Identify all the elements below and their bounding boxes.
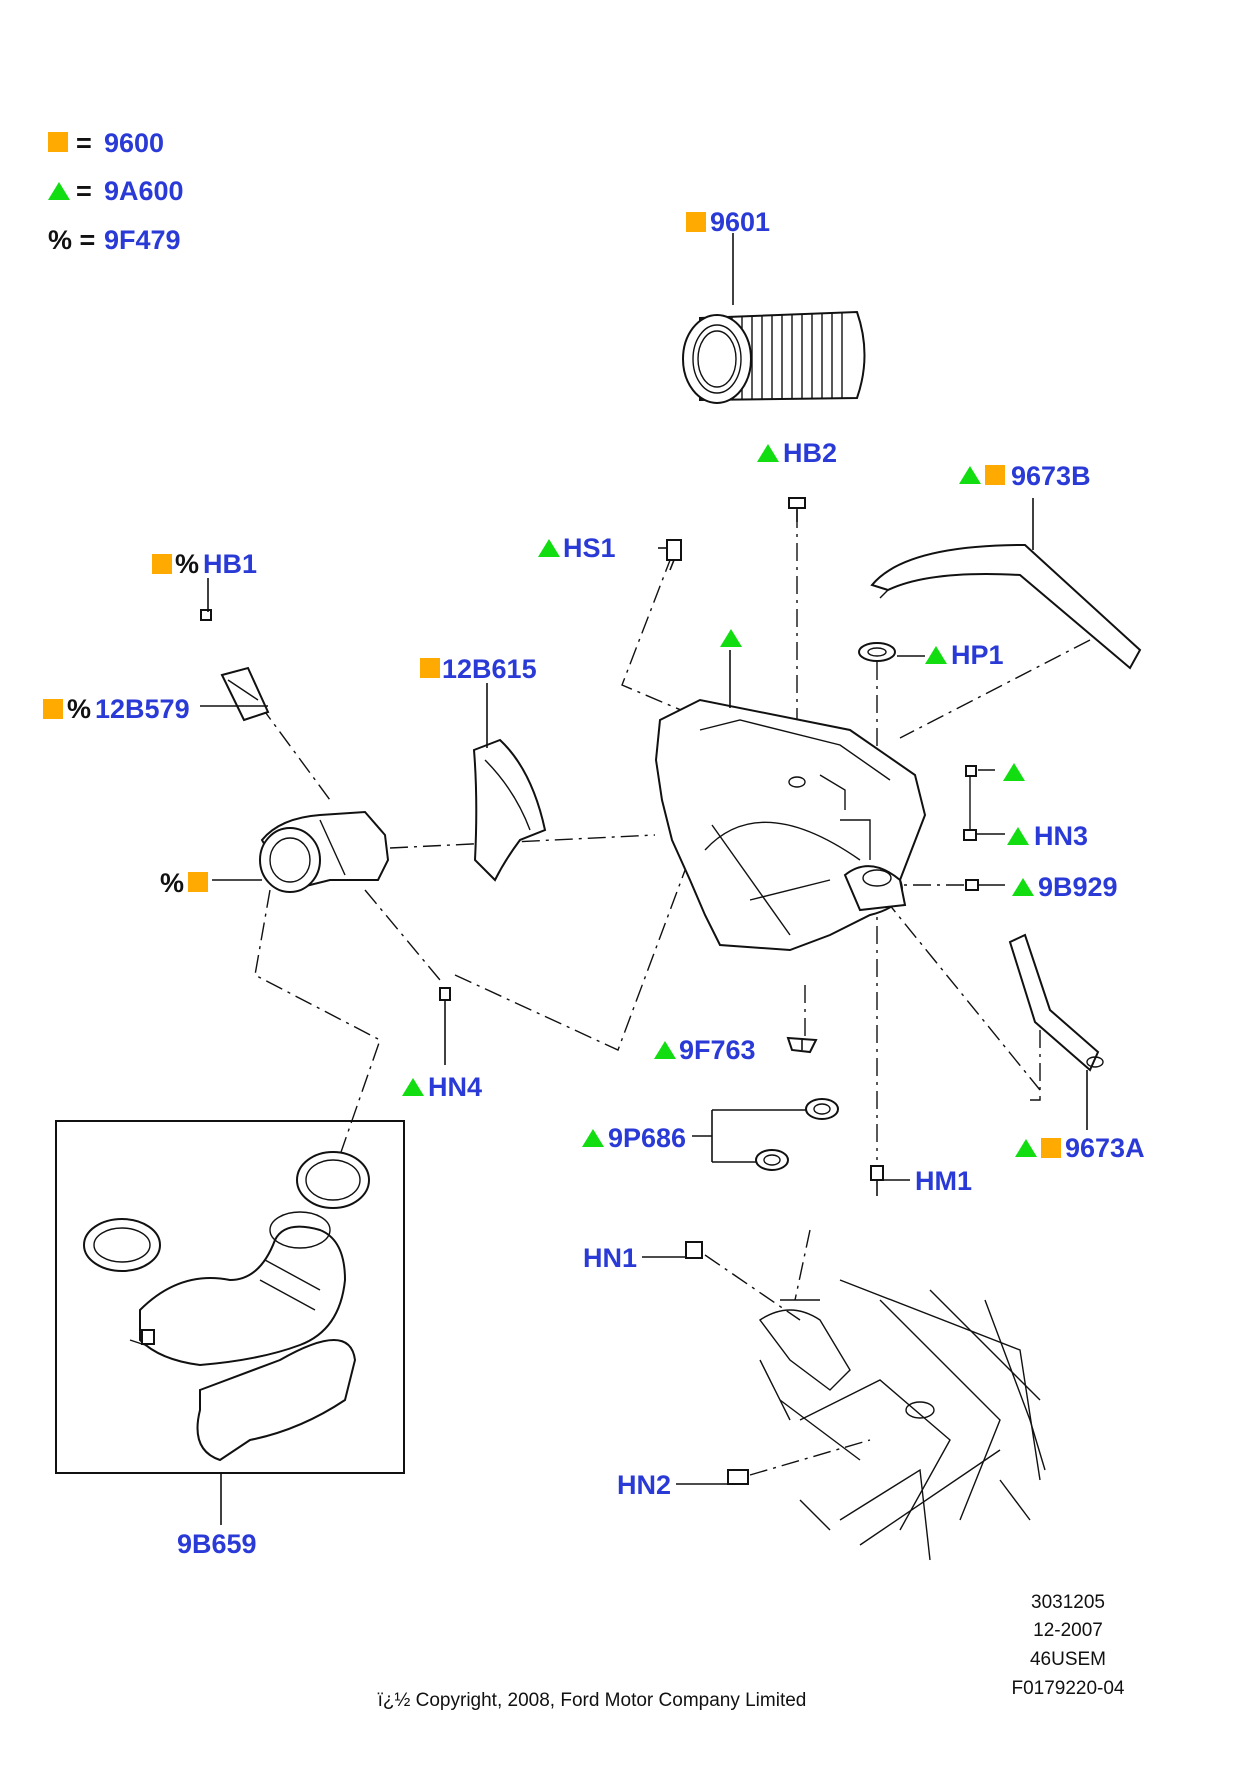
hm1-pin	[870, 1165, 884, 1196]
triangle-icon	[959, 466, 981, 484]
callout-9601: 9601	[710, 207, 770, 237]
triangle-icon	[1012, 878, 1034, 896]
square-icon	[43, 699, 63, 719]
hb2-bolt	[788, 497, 806, 522]
callout-hb1: HB1	[203, 549, 257, 579]
triangle-icon	[1015, 1139, 1037, 1157]
callout-hs1: HS1	[563, 533, 616, 563]
callout-9673b: 9673B	[1011, 461, 1091, 491]
footer-line-4: F0179220-04	[1011, 1678, 1124, 1699]
legend-eq-3: % =	[48, 225, 95, 255]
callout-12b615: 12B615	[442, 654, 537, 684]
outlet-tube-assembly-inset	[55, 1120, 405, 1474]
triangle-icon	[720, 629, 742, 647]
body-structure	[758, 1279, 1046, 1561]
triangle-icon	[538, 539, 560, 557]
square-icon	[420, 658, 440, 678]
triangle-icon	[582, 1129, 604, 1147]
callout-9f763: 9F763	[679, 1035, 756, 1065]
triangle-legend-icon	[48, 182, 70, 200]
hn4-clamp	[439, 987, 451, 1001]
legend-label-9600: 9600	[104, 128, 164, 158]
hn3-nut	[963, 765, 979, 891]
footer-line-3: 46USEM	[1030, 1649, 1106, 1670]
square-icon	[152, 554, 172, 574]
duct-9673b	[870, 543, 1142, 670]
callout-hn1: HN1	[583, 1243, 637, 1273]
triangle-icon	[402, 1078, 424, 1096]
leader-lines	[200, 233, 1088, 1525]
hn1-clip	[685, 1241, 703, 1259]
callout-hp1: HP1	[951, 640, 1004, 670]
duct-9673a	[1008, 933, 1104, 1072]
triangle-icon	[757, 444, 779, 462]
legend-eq-1: =	[76, 128, 92, 158]
triangle-icon	[654, 1041, 676, 1059]
hs1-screw	[666, 539, 682, 571]
legend-eq-2: =	[76, 176, 92, 206]
square-icon	[188, 872, 208, 892]
callout-hb1-percent: %	[175, 549, 199, 579]
resonator-12b615	[472, 738, 547, 882]
square-legend-icon	[48, 132, 68, 152]
footer-line-2: 12-2007	[1033, 1620, 1103, 1641]
callout-9673a: 9673A	[1065, 1133, 1145, 1163]
maf-sensor-12b579	[220, 666, 270, 722]
square-icon	[1041, 1138, 1061, 1158]
triangle-icon	[925, 646, 947, 664]
hb1-bolt	[200, 609, 212, 621]
callout-hn4: HN4	[428, 1072, 482, 1102]
outlet-adapter	[259, 810, 390, 893]
square-icon	[686, 212, 706, 232]
callout-hm1: HM1	[915, 1166, 972, 1196]
callout-9b929: 9B929	[1038, 872, 1118, 902]
callout-hn3: HN3	[1034, 821, 1088, 851]
callouts: 9601 HB2 9673B HS1 % HB1 HP1 12B615 % 12…	[43, 207, 1145, 1559]
hp1-plug	[858, 642, 896, 662]
callout-percent: %	[160, 868, 184, 898]
air-cleaner-housing	[654, 698, 927, 952]
legend-label-9a600: 9A600	[104, 176, 184, 206]
footer-line-1: 3031205	[1031, 1592, 1105, 1613]
legend-label-9f479: 9F479	[104, 225, 181, 255]
air-filter-element	[682, 310, 866, 404]
hn2-clip	[727, 1469, 749, 1485]
square-icon	[985, 465, 1005, 485]
footer: 3031205 12-2007 46USEM F0179220-04 ï¿½ C…	[378, 1592, 1125, 1711]
callout-hn2: HN2	[617, 1470, 671, 1500]
plugs-9p686	[755, 1098, 839, 1171]
copyright: ï¿½ Copyright, 2008, Ford Motor Company …	[378, 1690, 807, 1711]
callout-hb2: HB2	[783, 438, 837, 468]
callout-9b659: 9B659	[177, 1529, 257, 1559]
callout-12b579: 12B579	[95, 694, 190, 724]
legend: = 9600 = 9A600 % = 9F479	[48, 128, 184, 255]
callout-12b579-percent: %	[67, 694, 91, 724]
triangle-icon	[1003, 763, 1025, 781]
triangle-icon	[1007, 827, 1029, 845]
callout-9p686: 9P686	[608, 1123, 686, 1153]
